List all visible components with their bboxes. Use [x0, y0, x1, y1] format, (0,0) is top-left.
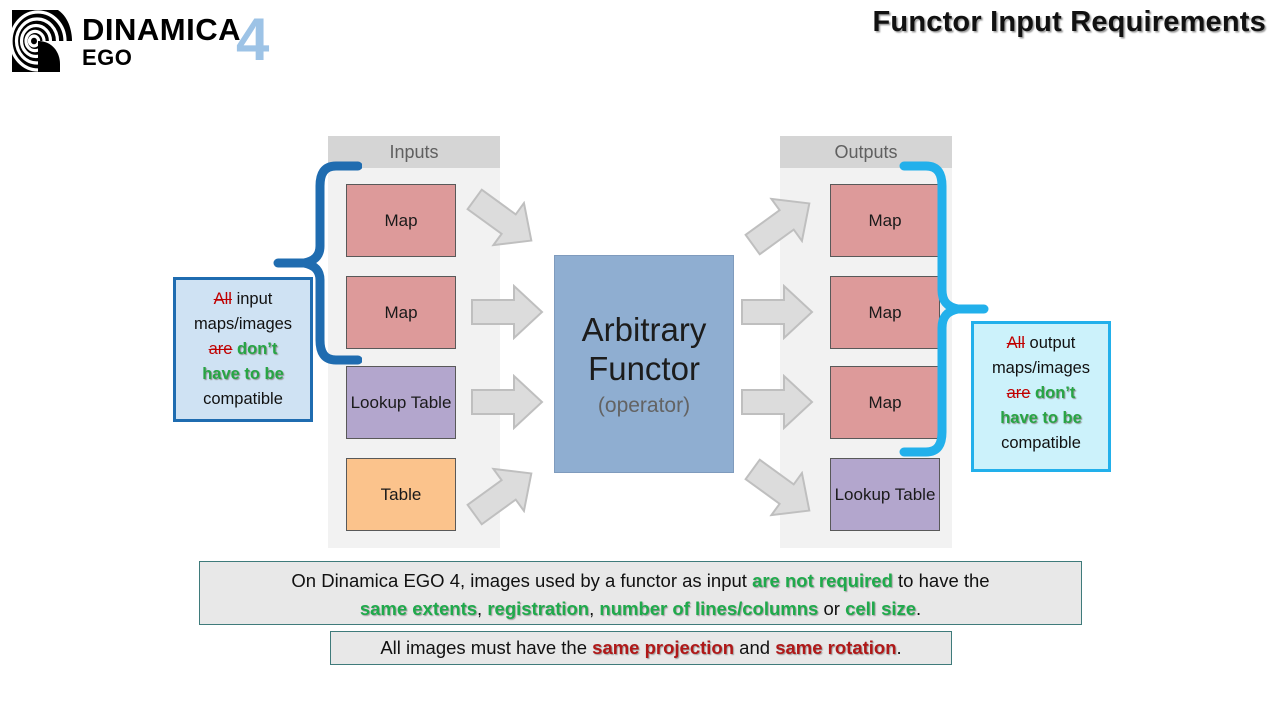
callout-right-line4: have to be [1000, 409, 1082, 427]
note1-highlight-same-extents: same extents [359, 598, 478, 619]
note1-seg6: . [916, 598, 922, 619]
callout-left-line3: are don’t [184, 337, 302, 362]
callout-right-line3: are don’t [982, 381, 1100, 406]
callout-right-line5: compatible [1001, 434, 1081, 452]
arrow-down-right-icon [735, 446, 828, 535]
brand-wordmark: DINAMICA EGO [82, 12, 241, 70]
note2-seg2: and [734, 637, 776, 658]
arbitrary-functor-node[interactable]: Arbitrary Functor (operator) [554, 255, 734, 473]
curly-brace-left-icon [272, 160, 362, 366]
output-item-lookup-table[interactable]: Lookup Table [830, 458, 940, 531]
functor-subtitle: (operator) [597, 394, 691, 417]
callout-left-struck-all: All [213, 290, 232, 308]
functor-title-line1: Arbitrary [581, 311, 707, 348]
note2-seg3: . [896, 637, 902, 658]
input-item-map-2[interactable]: Map [346, 276, 456, 349]
note1-seg5: or [818, 598, 846, 619]
note1-seg3: , [477, 598, 488, 619]
callout-left-line4: have to be [202, 365, 284, 383]
output-item-map-1[interactable]: Map [830, 184, 940, 257]
curly-brace-right-icon [896, 160, 990, 460]
output-item-map-3[interactable]: Map [830, 366, 940, 439]
callout-left-struck-are: are [208, 340, 233, 358]
functor-title-line2: Functor [588, 350, 700, 387]
note1-seg4: , [589, 598, 600, 619]
callout-right-line2: maps/images [991, 359, 1091, 377]
note2-highlight-same-projection: same projection [592, 637, 735, 658]
arrow-up-right-icon [735, 180, 828, 269]
input-item-map-1[interactable]: Map [346, 184, 456, 257]
note1-highlight-registration: registration [487, 598, 590, 619]
note1-seg2: to have the [892, 570, 990, 591]
spiral-logo-icon [8, 8, 74, 74]
brand-logo: DINAMICA EGO 4 [8, 6, 298, 82]
callout-left-line5: compatible [203, 390, 283, 408]
callout-left-line1: All input [184, 287, 302, 312]
brand-version: 4 [236, 6, 270, 73]
note-projection-rotation: All images must have the same projection… [330, 631, 952, 665]
arrow-right-icon [470, 374, 544, 430]
note1-highlight-lines-columns: number of lines/columns [599, 598, 819, 619]
brand-name-line2: EGO [82, 45, 133, 70]
callout-left-line2: maps/images [193, 315, 293, 333]
input-item-table[interactable]: Table [346, 458, 456, 531]
callout-left-text-input: input [231, 290, 273, 308]
callout-right-line1: All output [982, 331, 1100, 356]
callout-left-green-dont: don’t [232, 340, 278, 358]
page-title: Functor Input Requirements [872, 6, 1266, 38]
callout-right-struck-are: are [1006, 384, 1031, 402]
note2-highlight-same-rotation: same rotation [775, 637, 897, 658]
callout-right-text-output: output [1024, 334, 1076, 352]
brand-name-line1: DINAMICA [82, 12, 241, 47]
arrow-right-icon [470, 284, 544, 340]
arrow-right-icon [740, 374, 814, 430]
input-compatibility-callout: All input maps/images are don’t have to … [173, 277, 313, 422]
output-item-map-2[interactable]: Map [830, 276, 940, 349]
callout-right-green-dont: don’t [1030, 384, 1076, 402]
arrow-up-right-icon [457, 450, 550, 539]
callout-right-struck-all: All [1006, 334, 1025, 352]
note-input-requirements: On Dinamica EGO 4, images used by a func… [199, 561, 1082, 625]
output-compatibility-callout: All output maps/images are don’t have to… [971, 321, 1111, 472]
note1-seg1: On Dinamica EGO 4, images used by a func… [291, 570, 753, 591]
note1-highlight-not-required: are not required [752, 570, 893, 591]
arrow-right-icon [740, 284, 814, 340]
note2-seg1: All images must have the [380, 637, 593, 658]
input-item-lookup-table[interactable]: Lookup Table [346, 366, 456, 439]
inputs-column-header: Inputs [328, 136, 500, 168]
arrow-down-right-icon [457, 176, 550, 265]
note1-highlight-cell-size: cell size [845, 598, 917, 619]
